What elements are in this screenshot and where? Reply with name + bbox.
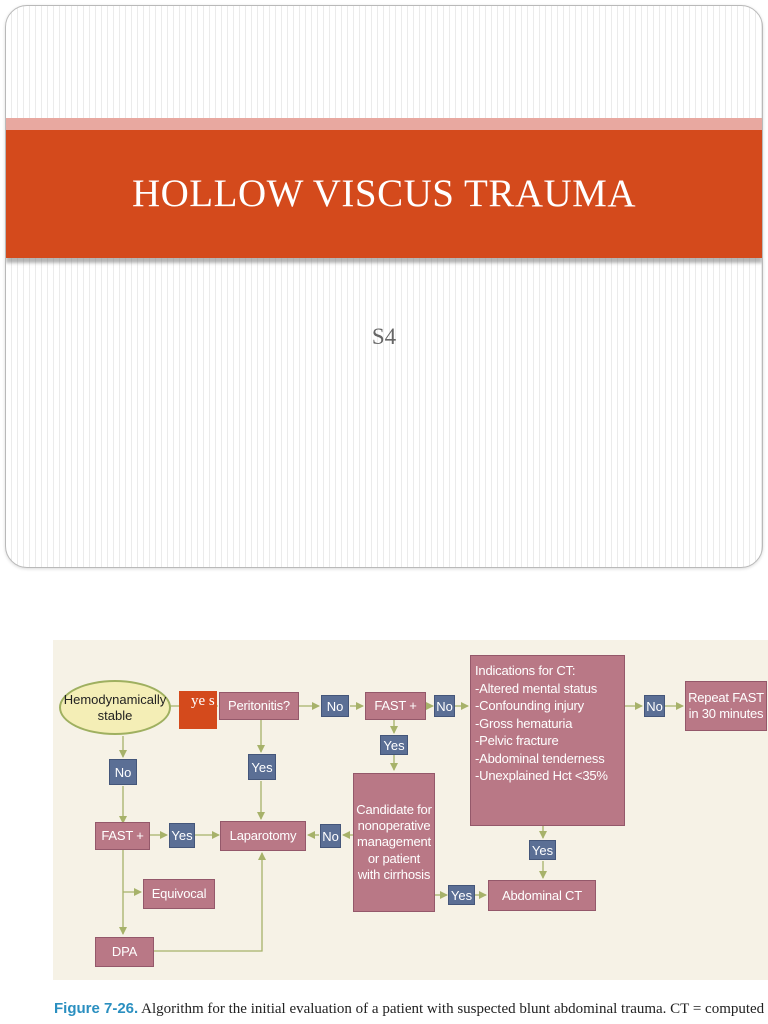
flowchart-figure: Hemodynamically stable ye s Peritonitis?…: [53, 640, 768, 980]
title-slide: HOLLOW VISCUS TRAUMA S4: [5, 5, 763, 568]
yes-label-peritonitis: Yes: [248, 754, 276, 780]
ct-indication-item: -Unexplained Hct <35%: [475, 768, 608, 784]
figure-caption: Figure 7-26. Algorithm for the initial e…: [54, 1000, 768, 1018]
caption-text: Algorithm for the initial evaluation of …: [141, 1001, 768, 1017]
flowchart-connectors: [119, 702, 684, 952]
title-accent-strip: [6, 118, 762, 130]
ct-indication-item: -Confounding injury: [475, 698, 584, 714]
yes-label-fast-left: Yes: [169, 823, 195, 848]
yes-overlay-box: ye s: [179, 691, 217, 729]
no-label-candidate: No: [320, 824, 341, 848]
fast-positive-left-node: FAST +: [95, 822, 150, 850]
equivocal-node: Equivocal: [143, 879, 215, 909]
fast-positive-top-node: FAST +: [365, 692, 426, 720]
no-label-peritonitis: No: [321, 695, 349, 717]
no-label-fast-top: No: [434, 695, 455, 717]
yes-label-ct: Yes: [529, 840, 556, 860]
hemodynamically-stable-node: Hemodynamically stable: [59, 680, 171, 735]
ct-indications-heading: Indications for CT:: [475, 663, 576, 678]
title-band: [6, 130, 762, 258]
slide-subtitle: S4: [371, 324, 397, 349]
yes-label-fast-top: Yes: [380, 735, 408, 755]
ct-indication-item: -Altered mental status: [475, 680, 598, 696]
dpa-node: DPA: [95, 937, 154, 967]
yes-label-candidate: Yes: [448, 885, 475, 905]
candidate-nonoperative-node: Candidate for nonoperative management or…: [353, 773, 435, 912]
laparotomy-node: Laparotomy: [220, 821, 306, 851]
ct-indication-item: -Pelvic fracture: [475, 733, 559, 749]
arrow-dpa-laparotomy: [154, 852, 266, 952]
caption-label: Figure 7-26.: [54, 1000, 139, 1017]
peritonitis-node: Peritonitis?: [219, 692, 299, 720]
ct-indication-item: -Abdominal tenderness: [475, 750, 605, 766]
ct-indication-item: -Gross hematuria: [475, 715, 573, 731]
abdominal-ct-node: Abdominal CT: [488, 880, 596, 911]
no-label-stable: No: [109, 759, 137, 785]
repeat-fast-node: Repeat FAST in 30 minutes: [685, 681, 767, 731]
ct-indications-node: Indications for CT: -Altered mental stat…: [470, 655, 625, 826]
slide-title: HOLLOW VISCUS TRAUMA: [131, 172, 637, 215]
no-label-ct: No: [644, 695, 665, 717]
